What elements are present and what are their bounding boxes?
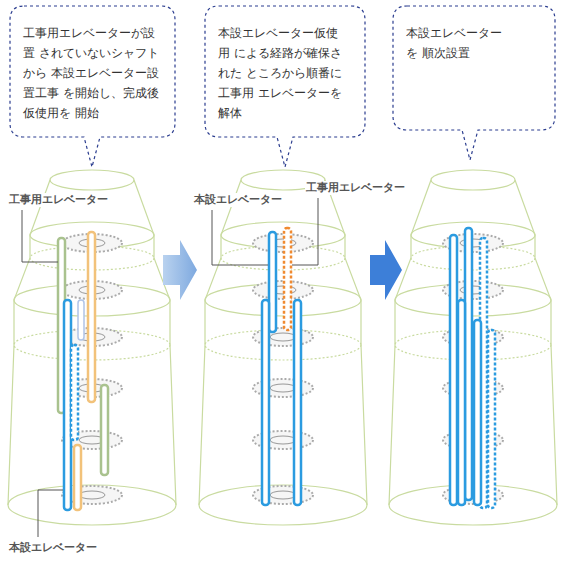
callout-text: 本設エレベーターを 順次設置 [393, 6, 512, 63]
part-label: 本設エレベーター [8, 541, 98, 555]
callout-bubble: 本設エレベーターを 順次設置 [393, 6, 555, 130]
bubble-outline [393, 6, 555, 130]
bubble-border [205, 6, 365, 167]
part-label: 工事用エレベーター [8, 193, 109, 207]
callout-text: 本設エレベーター仮使用 による経路が確保された ところから順番に工事用 エレベー… [205, 6, 347, 123]
callout-text: 工事用エレベーターが設置 されていないシャフトから 本設エレベーター設置工事 を… [10, 6, 163, 123]
bubble-border [393, 6, 555, 160]
part-label: 工事用エレベーター [305, 181, 406, 195]
callout-bubble: 本設エレベーター仮使用 による経路が確保された ところから順番に工事用 エレベー… [205, 6, 365, 137]
part-label: 本設エレベーター [193, 193, 283, 207]
bubble-border [10, 6, 175, 167]
callout-bubble: 工事用エレベーターが設置 されていないシャフトから 本設エレベーター設置工事 を… [10, 6, 175, 137]
